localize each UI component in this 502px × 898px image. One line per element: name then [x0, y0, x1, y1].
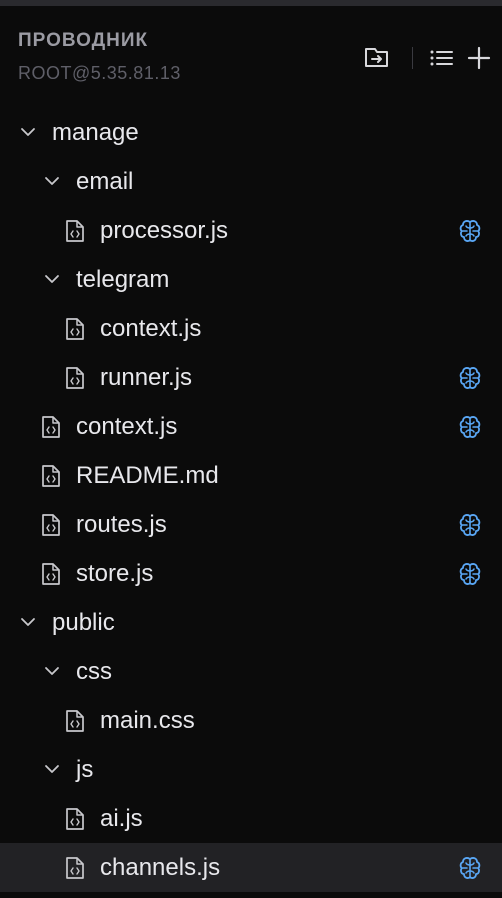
open-folder-button[interactable]	[361, 42, 393, 74]
tree-file-row[interactable]: store.js	[0, 549, 502, 598]
window-top-bar	[0, 0, 502, 6]
file-label: processor.js	[100, 217, 229, 244]
tree-file-row[interactable]: runner.js	[0, 353, 502, 402]
file-label: store.js	[76, 560, 154, 587]
file-tree: manage email processor.js telegram context.j…	[0, 108, 502, 892]
file-label: main.css	[100, 707, 195, 734]
file-label: routes.js	[76, 511, 167, 538]
chevron-down-icon[interactable]	[18, 122, 38, 142]
explorer-header: ПРОВОДНИК ROOT@5.35.81.13	[0, 6, 502, 110]
code-file-icon	[66, 318, 84, 340]
new-item-button[interactable]	[463, 42, 495, 74]
list-icon	[430, 50, 453, 66]
brain-ai-icon[interactable]	[457, 365, 483, 391]
tree-file-row[interactable]: routes.js	[0, 500, 502, 549]
brain-ai-icon[interactable]	[457, 218, 483, 244]
chevron-down-icon[interactable]	[18, 612, 38, 632]
chevron-down-icon[interactable]	[42, 759, 62, 779]
list-view-button[interactable]	[425, 42, 457, 74]
plus-icon	[467, 46, 491, 70]
explorer-subtitle: ROOT@5.35.81.13	[18, 63, 181, 83]
chevron-down-icon[interactable]	[42, 269, 62, 289]
code-file-icon	[66, 808, 84, 830]
tree-file-row[interactable]: processor.js	[0, 206, 502, 255]
code-file-icon	[42, 514, 60, 536]
file-label: channels.js	[100, 854, 221, 881]
tree-file-row[interactable]: README.md	[0, 451, 502, 500]
code-file-icon	[66, 220, 84, 242]
tree-file-row[interactable]: ai.js	[0, 794, 502, 843]
brain-ai-icon[interactable]	[457, 561, 483, 587]
code-file-icon	[66, 710, 84, 732]
tree-folder-row[interactable]: public	[0, 598, 502, 647]
file-label: runner.js	[100, 364, 193, 391]
folder-label: email	[76, 168, 134, 195]
tree-file-row[interactable]: channels.js	[0, 843, 502, 892]
tree-folder-row[interactable]: js	[0, 745, 502, 794]
tree-folder-row[interactable]: email	[0, 157, 502, 206]
chevron-down-icon[interactable]	[42, 661, 62, 681]
folder-label: manage	[52, 119, 139, 146]
explorer-title: ПРОВОДНИК	[18, 30, 149, 51]
code-file-icon	[66, 367, 84, 389]
code-file-icon	[42, 563, 60, 585]
file-label: README.md	[76, 462, 219, 489]
tree-folder-row[interactable]: telegram	[0, 255, 502, 304]
header-separator	[412, 47, 413, 69]
tree-folder-row[interactable]: manage	[0, 108, 502, 157]
folder-label: js	[76, 756, 94, 783]
open-folder-icon	[365, 48, 388, 67]
code-file-icon	[66, 857, 84, 879]
file-label: context.js	[100, 315, 202, 342]
brain-ai-icon[interactable]	[457, 512, 483, 538]
folder-label: telegram	[76, 266, 170, 293]
tree-file-row[interactable]: context.js	[0, 402, 502, 451]
folder-label: public	[52, 609, 115, 636]
tree-file-row[interactable]: main.css	[0, 696, 502, 745]
tree-file-row[interactable]: context.js	[0, 304, 502, 353]
tree-folder-row[interactable]: css	[0, 647, 502, 696]
brain-ai-icon[interactable]	[457, 414, 483, 440]
code-file-icon	[42, 465, 60, 487]
code-file-icon	[42, 416, 60, 438]
folder-label: css	[76, 658, 112, 685]
chevron-down-icon[interactable]	[42, 171, 62, 191]
brain-ai-icon[interactable]	[457, 855, 483, 881]
file-label: context.js	[76, 413, 178, 440]
file-label: ai.js	[100, 805, 143, 832]
